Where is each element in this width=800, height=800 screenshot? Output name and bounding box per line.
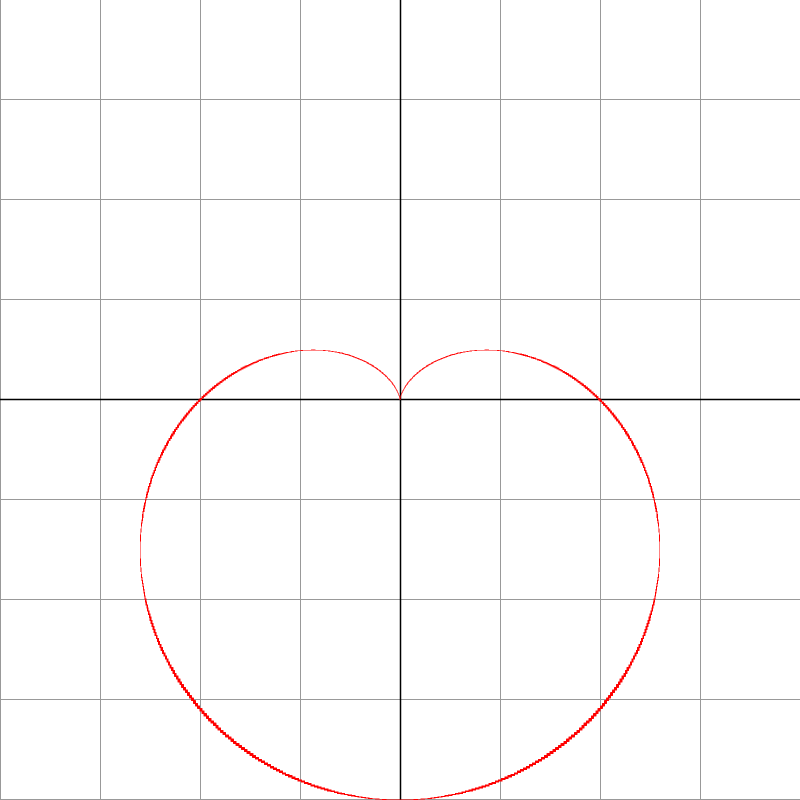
cardioid-curve-segment [598,398,604,404]
curve-series [138,348,662,800]
